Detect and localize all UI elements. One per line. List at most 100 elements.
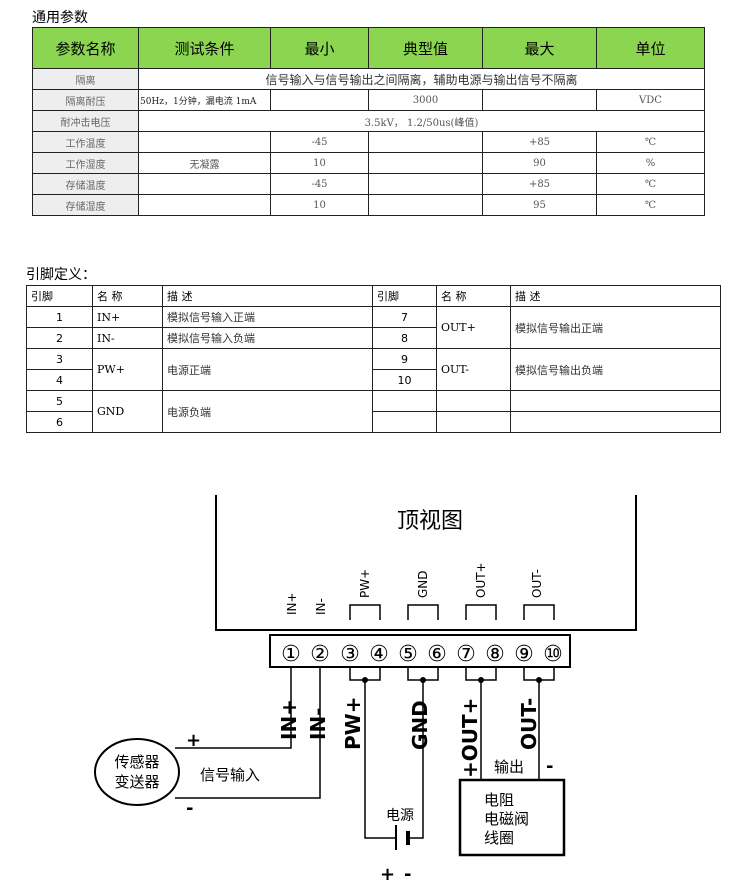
sensor-label-line2: 变送器 xyxy=(114,773,159,791)
wire-label-out-plus: +OUT+ xyxy=(458,698,482,778)
top-label-in-minus: IN- xyxy=(314,598,328,615)
top-label-out-minus: OUT- xyxy=(530,569,544,598)
terminal-9: ⑨ xyxy=(514,642,534,667)
pin-number: 3 xyxy=(26,348,93,370)
pin-number: 2 xyxy=(26,327,93,349)
pin-header: 描 述 xyxy=(510,285,721,307)
table-row: 5 GND 电源负端 xyxy=(26,390,721,433)
param-name: 隔离 xyxy=(32,68,139,90)
param-condition: 无凝露 xyxy=(138,152,271,174)
pin-number: 4 xyxy=(26,369,93,391)
spec-header: 最大 xyxy=(482,27,597,69)
pin-header: 描 述 xyxy=(162,285,373,307)
pin-name: IN+ xyxy=(92,306,163,328)
terminal-3: ③ xyxy=(340,642,360,667)
output-minus-sign: - xyxy=(546,756,553,777)
param-unit: ℃ xyxy=(596,131,705,153)
table-row: 3 PW+ 电源正端 9 OUT- 模拟信号输出负端 xyxy=(26,348,721,391)
wire-label-gnd: GND xyxy=(408,700,432,750)
bridge-7-8 xyxy=(465,604,497,620)
terminal-10: ⑩ xyxy=(543,642,563,667)
power-minus-sign: - xyxy=(404,864,411,885)
pin-header: 名 称 xyxy=(92,285,163,307)
param-value: 信号输入与信号输出之间隔离，辅助电源与输出信号不隔离 xyxy=(138,68,705,90)
pin-desc: 电源正端 xyxy=(162,348,373,391)
pin-number: 1 xyxy=(26,306,93,328)
terminal-6: ⑥ xyxy=(427,642,447,667)
param-condition xyxy=(138,173,271,195)
param-max: +85 xyxy=(482,173,597,195)
table-row: 工作温度 -45 +85 ℃ xyxy=(32,131,705,153)
pin-table: 引脚 名 称 描 述 引脚 名 称 描 述 1 IN+ 模拟信号输入正端 7 O… xyxy=(26,285,721,433)
table-row: 工作湿度 无凝露 10 90 % xyxy=(32,152,705,174)
spec-header: 测试条件 xyxy=(138,27,271,69)
param-name: 工作湿度 xyxy=(32,152,139,174)
param-condition xyxy=(138,131,271,153)
terminal-2: ② xyxy=(310,642,330,667)
pin-number: 9 xyxy=(372,348,437,370)
load-label-line2: 电磁阀 xyxy=(484,810,529,828)
terminal-4: ④ xyxy=(369,642,389,667)
spec-header: 单位 xyxy=(596,27,705,69)
param-typ xyxy=(368,131,483,153)
pin-name xyxy=(436,411,511,433)
bridge-9-10 xyxy=(523,604,555,620)
wire-pw-plus xyxy=(364,680,396,839)
pin-name xyxy=(436,390,511,412)
pin-number: 6 xyxy=(26,411,93,433)
spec-header: 最小 xyxy=(270,27,369,69)
pin-number xyxy=(372,411,437,433)
pin-header: 名 称 xyxy=(436,285,511,307)
spec-table: 参数名称 测试条件 最小 典型值 最大 单位 隔离 信号输入与信号输出之间隔离，… xyxy=(32,27,705,216)
pin-number: 7 xyxy=(372,306,437,328)
table-row: 隔离 信号输入与信号输出之间隔离，辅助电源与输出信号不隔离 xyxy=(32,68,705,90)
terminal-8: ⑧ xyxy=(485,642,505,667)
pin-header: 引脚 xyxy=(372,285,437,307)
param-condition xyxy=(138,194,271,216)
table-row: 6 xyxy=(26,411,721,433)
param-name: 隔离耐压 xyxy=(32,89,139,111)
top-view-label: 顶视图 xyxy=(397,509,463,534)
param-unit: ℃ xyxy=(596,173,705,195)
spec-header-row: 参数名称 测试条件 最小 典型值 最大 单位 xyxy=(32,27,705,69)
pin-name: IN- xyxy=(92,327,163,349)
param-max: 90 xyxy=(482,152,597,174)
sensor-plus-sign: + xyxy=(186,730,201,751)
param-name: 耐冲击电压 xyxy=(32,110,139,132)
param-typ: 3000 xyxy=(368,89,483,111)
pin-number: 5 xyxy=(26,390,93,412)
terminal-5: ⑤ xyxy=(398,642,418,667)
param-typ xyxy=(368,152,483,174)
pin-section-title: 引脚定义： xyxy=(26,267,96,283)
signal-input-label: 信号输入 xyxy=(200,766,260,784)
param-typ xyxy=(368,194,483,216)
param-min: -45 xyxy=(270,131,369,153)
pin-number xyxy=(372,390,437,412)
param-name: 工作温度 xyxy=(32,131,139,153)
pin-desc: 模拟信号输出正端 xyxy=(510,306,721,349)
param-unit: % xyxy=(596,152,705,174)
param-min: -45 xyxy=(270,173,369,195)
param-name: 存储温度 xyxy=(32,173,139,195)
wire-label-in-plus: IN+ xyxy=(277,699,301,740)
wire-label-pw-plus: PW+ xyxy=(341,697,365,750)
param-unit: VDC xyxy=(596,89,705,111)
bridge-3-4 xyxy=(349,604,381,620)
param-max: 95 xyxy=(482,194,597,216)
param-unit: ℃ xyxy=(596,194,705,216)
output-label: 输出 xyxy=(494,758,524,776)
pin-desc xyxy=(510,390,721,412)
table-row: 存储湿度 10 95 ℃ xyxy=(32,194,705,216)
pin-header-row: 引脚 名 称 描 述 引脚 名 称 描 述 xyxy=(26,285,721,307)
sensor-minus-sign: - xyxy=(186,798,193,819)
wire-in-minus xyxy=(175,668,321,799)
param-value: 3.5kV， 1.2/50us(峰值) xyxy=(138,110,705,132)
param-max: +85 xyxy=(482,131,597,153)
wiring-diagram: 顶视图 IN+ IN- PW+ GND OUT+ OUT- ① ② ③ ④ ⑤ … xyxy=(94,495,637,885)
table-row: 隔离耐压 50Hz，1分钟，漏电流 1mA 3000 VDC xyxy=(32,89,705,111)
spec-section-title: 通用参数 xyxy=(32,10,88,26)
bridge-5-6 xyxy=(407,604,439,620)
terminal-7: ⑦ xyxy=(456,642,476,667)
top-label-gnd: GND xyxy=(416,570,430,598)
pin-desc: 模拟信号输入正端 xyxy=(162,306,373,328)
